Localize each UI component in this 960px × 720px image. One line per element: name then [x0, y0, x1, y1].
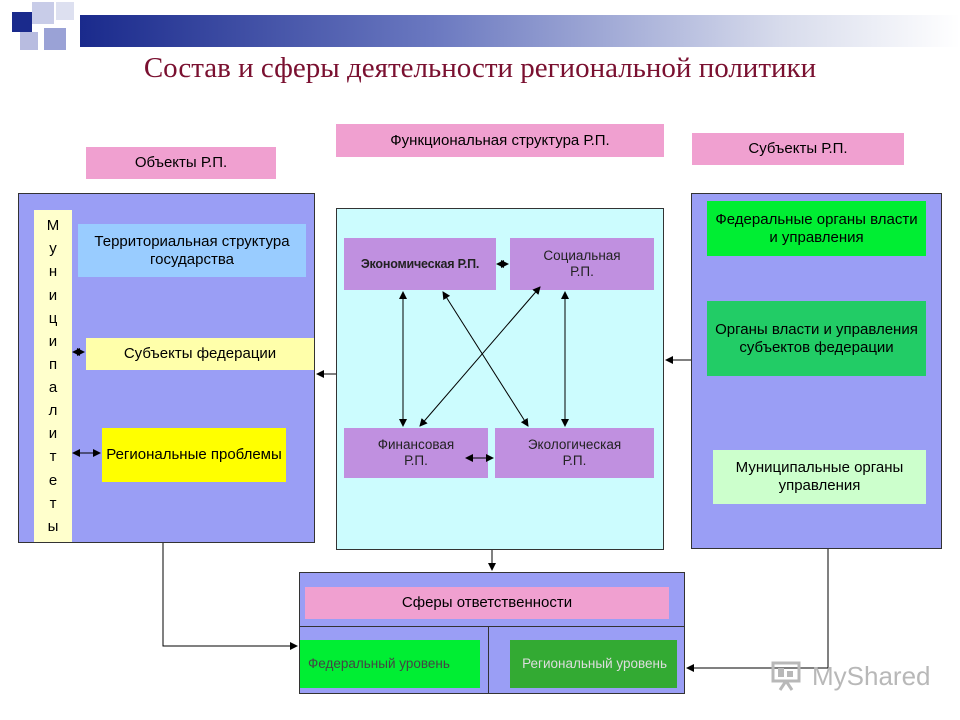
ecological-policy-node: Экологическая Р.П. — [495, 428, 654, 478]
corner-square-navy — [12, 12, 32, 32]
municipalities-letter: М — [46, 217, 60, 235]
arrow-social-financial — [419, 286, 541, 427]
municipalities-letter: н — [48, 263, 58, 281]
municipalities-letter: и — [48, 425, 58, 443]
municipalities-letter: п — [48, 355, 58, 373]
page-title: Состав и сферы деятельности региональной… — [143, 52, 817, 84]
municipalities-letter: и — [48, 332, 58, 350]
federal-authorities-box: Федеральные органы власти и управления — [707, 201, 926, 256]
municipalities-letter: у — [49, 240, 57, 258]
municipalities-letter: ц — [48, 309, 58, 327]
presentation-icon — [771, 661, 801, 691]
watermark: MyShared — [770, 656, 960, 696]
regional-problems-box: Региональные проблемы — [102, 428, 286, 482]
top-gradient-bar — [80, 15, 960, 47]
subjects-header: Субъекты Р.П. — [692, 133, 904, 165]
regional-authorities-box: Органы власти и управления субъектов фед… — [707, 301, 926, 376]
territorial-structure-box: Территориальная структура государства — [78, 224, 306, 277]
responsibility-divider — [299, 626, 685, 627]
social-policy-node: Социальная Р.П. — [510, 238, 654, 290]
federal-level-box: Федеральный уровень — [300, 640, 480, 688]
municipalities-letter: а — [48, 379, 58, 396]
arrow-objects-to-federal-level — [162, 543, 298, 650]
municipalities-letter: т — [49, 494, 57, 512]
corner-square-light — [32, 2, 54, 24]
regional-level-box: Региональный уровень — [510, 640, 677, 688]
functional-header: Функциональная структура Р.П. — [336, 124, 664, 157]
municipalities-letter: ы — [47, 517, 59, 535]
responsibility-title: Сферы ответственности — [305, 587, 669, 619]
arrow-economic-ecological — [442, 291, 529, 427]
corner-square-light — [56, 2, 74, 20]
arrow-subjects-to-regional-level — [686, 549, 829, 672]
corner-square-mid — [20, 32, 38, 50]
federation-subjects-box: Субъекты федерации — [86, 338, 314, 370]
financial-policy-node: Финансовая Р.П. — [344, 428, 488, 478]
corner-square-mid — [44, 28, 66, 50]
municipalities-letter: е — [48, 471, 58, 489]
responsibility-divider — [488, 626, 489, 694]
watermark-text: MyShared — [812, 660, 931, 691]
municipal-authorities-box: Муниципальные органы управления — [713, 450, 926, 504]
economic-policy-node: Экономическая Р.П. — [344, 238, 496, 290]
objects-header: Объекты Р.П. — [86, 147, 276, 179]
municipalities-letter: л — [48, 402, 58, 420]
municipalities-letter: т — [49, 448, 57, 466]
municipalities-letter: и — [48, 286, 58, 304]
